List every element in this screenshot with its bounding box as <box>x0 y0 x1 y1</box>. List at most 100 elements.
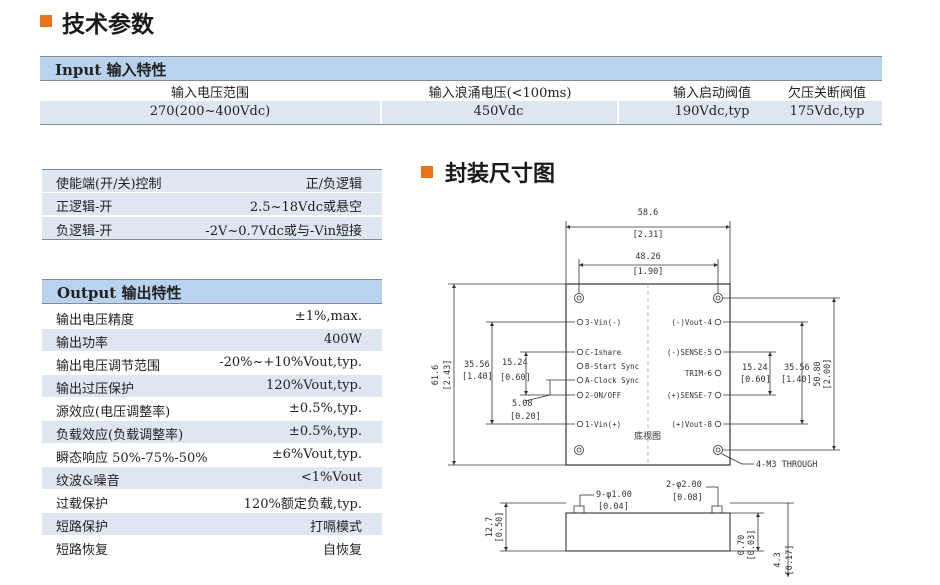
row-label: 短路恢复 <box>56 543 109 558</box>
pin-label: (+)SENSE-7 <box>667 391 712 400</box>
pin-icon <box>576 362 584 370</box>
pin-label: TRIM-6 <box>685 369 713 378</box>
input-value-surge: 450Vdc <box>473 104 524 119</box>
pin-label: B-Start Sync <box>585 362 639 371</box>
pin-icon <box>576 391 584 399</box>
row-label: 输出电压精度 <box>56 313 135 328</box>
row-label: 纹波&噪音 <box>56 474 120 489</box>
mount-hole-icon <box>713 293 723 303</box>
enable-row: 负逻辑-开 -2V~0.7Vdc或与-Vin短接 <box>42 217 382 240</box>
pin-label: 1-Vin(+) <box>585 420 621 429</box>
enable-row: 正逻辑-开 2.5~18Vdc或悬空 <box>42 193 382 216</box>
mount-hole-icon <box>574 293 584 303</box>
row-label: 输出功率 <box>56 336 109 351</box>
enable-row-label: 使能端(开/关)控制 <box>56 177 162 192</box>
table-row: 瞬态响应 50%-75%-50% ±6%Vout,typ. <box>42 444 382 467</box>
input-value-start: 190Vdc,typ <box>674 104 750 119</box>
table-row: 过载保护 120%额定负载,typ. <box>42 490 382 513</box>
pin-length: 4.3 <box>773 552 783 567</box>
input-header-surge: 输入浪涌电压(<100ms) <box>428 86 572 101</box>
dim-height-total: 61.6 <box>431 365 441 385</box>
package-drawing: 58.6 [2.31] 48.26 [1.90] 61.6 [2.43] 35.… <box>431 208 840 577</box>
enable-row-value: 正/负逻辑 <box>305 177 362 192</box>
enable-row-value: 2.5~18Vdc或悬空 <box>249 200 362 215</box>
dim-left-pitch-in: [0.20] <box>510 412 541 422</box>
dim-height-total-in: [2.43] <box>443 360 453 391</box>
mount-hole-icon <box>574 445 584 455</box>
dim-right-mid-in: [0.60] <box>740 375 771 385</box>
dim-width-total: 58.6 <box>638 208 658 218</box>
dim-height-holes: 50.80 <box>813 361 823 387</box>
row-value: 自恢复 <box>322 543 362 558</box>
bottom-view-label: 底视图 <box>634 430 661 442</box>
section-title: 技术参数 <box>62 12 154 38</box>
input-header-uvlo: 欠压关断阀值 <box>787 86 866 101</box>
input-header-row: 输入电压范围 输入浪涌电压(<100ms) 输入启动阀值 欠压关断阀值 <box>40 82 882 101</box>
row-value: ±0.5%,typ. <box>288 424 362 439</box>
row-value: ±6%Vout,typ. <box>271 447 362 462</box>
output-section-header: Output 输出特性 <box>42 279 382 304</box>
dim-width-holes: 48.26 <box>635 252 661 262</box>
pin-label: (-)Vout-4 <box>671 318 712 327</box>
pin-large-in: [0.08] <box>672 493 703 503</box>
dim-left-pitch: 5.08 <box>512 399 532 409</box>
input-value-range: 270(200~400Vdc) <box>149 104 271 119</box>
pin-icon <box>576 348 584 356</box>
dim-left-pins-in: [1.40] <box>462 372 493 382</box>
dim-height-holes-in: [2.00] <box>823 359 833 390</box>
input-section-header: Input 输入特性 <box>40 56 882 81</box>
mount-hole-icon <box>713 445 723 455</box>
input-header-range: 输入电压范围 <box>170 86 249 101</box>
pin-label: C-Ishare <box>585 348 622 357</box>
input-header-start: 输入启动阀值 <box>672 86 751 101</box>
pin-icon <box>576 376 584 384</box>
table-row: 负载效应(负载调整率) ±0.5%,typ. <box>42 421 382 444</box>
enable-row: 使能端(开/关)控制 正/负逻辑 <box>42 169 382 193</box>
output-section-title: Output 输出特性 <box>57 284 182 302</box>
table-row: 短路保护打嗝模式 <box>42 513 382 536</box>
side-view-body <box>565 512 731 552</box>
input-value-uvlo: 175Vdc,typ <box>789 104 865 119</box>
row-value: 120%Vout,typ. <box>266 378 362 393</box>
pin-label: 2-ON/OFF <box>585 391 622 400</box>
package-title: 封装尺寸图 <box>445 162 556 187</box>
side-height: 12.7 <box>485 517 495 537</box>
pin-icon <box>576 420 584 428</box>
row-value: ±1%,max. <box>294 309 362 324</box>
package-marker-icon <box>421 166 433 178</box>
row-label: 过载保护 <box>56 497 109 512</box>
row-value: ±0.5%,typ. <box>288 401 362 416</box>
pin-icon <box>714 348 722 356</box>
row-label: 负载效应(负载调整率) <box>56 428 184 443</box>
pin-label: (-)SENSE-5 <box>667 348 712 357</box>
pin-label: A-Clock Sync <box>585 376 639 385</box>
pin-length-in: [0.17] <box>785 545 795 576</box>
table-row: 纹波&噪音<1%Vout <box>42 467 382 490</box>
table-row: 短路恢复 自恢复 <box>42 536 382 559</box>
dim-left-mid-in: [0.60] <box>500 373 531 383</box>
pin-small-label: 9-φ1.00 <box>596 490 632 500</box>
pin-icon <box>714 391 722 399</box>
standoff: 0.70 <box>737 535 747 555</box>
dim-left-pins: 35.56 <box>464 360 490 370</box>
row-value: -20%~+10%Vout,typ. <box>219 355 362 370</box>
table-row: 源效应(电压调整率) ±0.5%,typ. <box>42 398 382 421</box>
side-height-in: [0.50] <box>495 512 505 543</box>
input-value-row: 270(200~400Vdc) 450Vdc 190Vdc,typ 175Vdc… <box>40 101 882 125</box>
row-label: 瞬态响应 50%-75%-50% <box>56 451 208 466</box>
row-value: 120%额定负载,typ. <box>243 497 362 512</box>
table-row: 输出电压精度 ±1%,max. <box>42 306 382 329</box>
pin-icon <box>576 318 584 326</box>
pin-icon <box>714 420 722 428</box>
pin-icon <box>714 369 722 377</box>
row-label: 源效应(电压调整率) <box>56 405 171 420</box>
pin-small-in: [0.04] <box>598 502 629 512</box>
row-label: 短路保护 <box>56 520 109 535</box>
enable-row-label: 负逻辑-开 <box>56 224 113 239</box>
pin-large-label: 2-φ2.00 <box>666 480 702 490</box>
pin-label: (+)Vout-8 <box>671 420 712 429</box>
pin-icon <box>714 318 722 326</box>
